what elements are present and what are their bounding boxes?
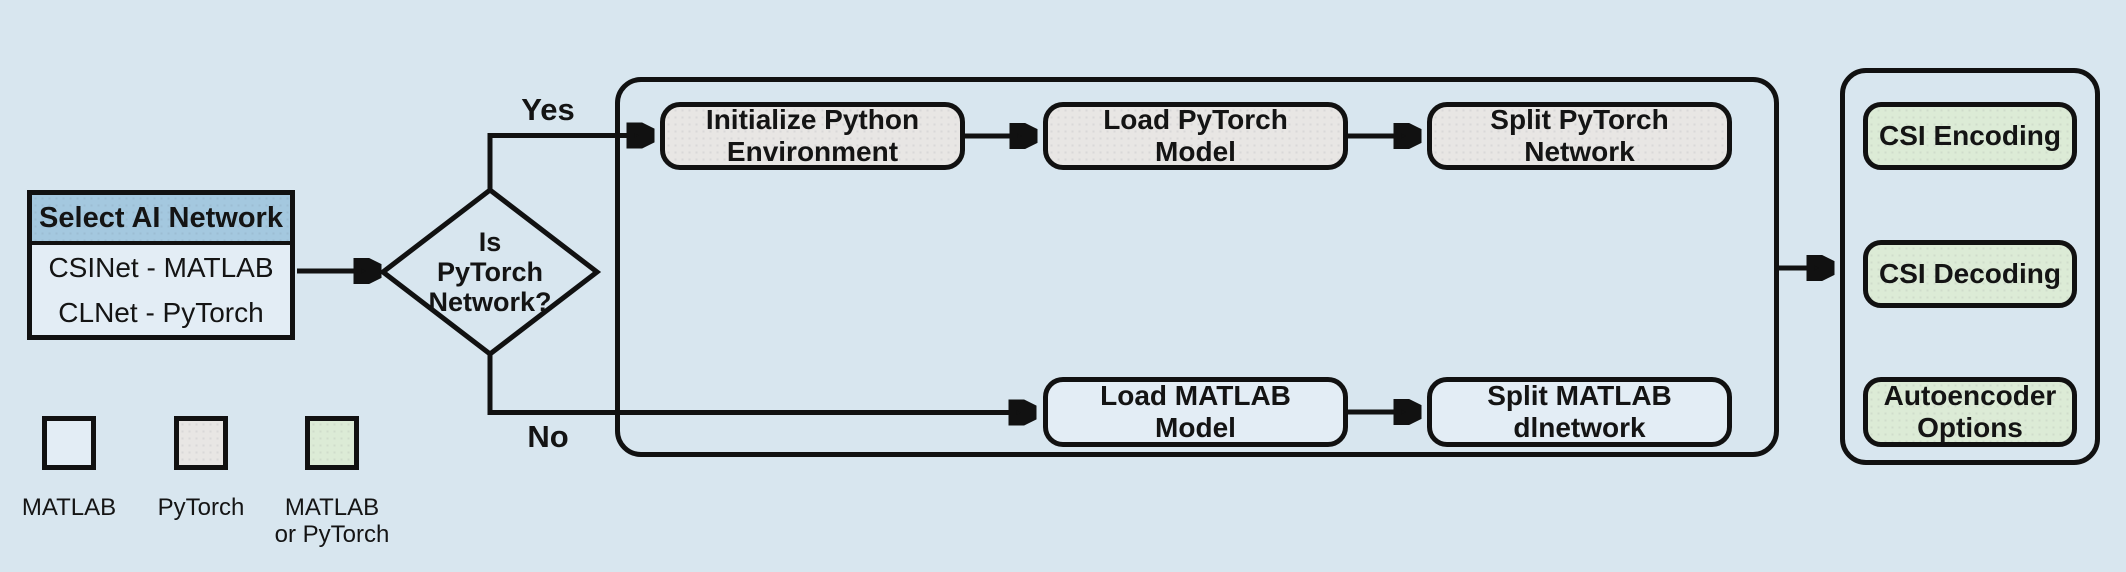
legend-label-pytorch: PyTorch — [157, 494, 245, 521]
arrow-no-branch — [487, 352, 1033, 413]
network-option-clnet: CLNet - PyTorch — [32, 290, 290, 335]
yes-edge-label: Yes — [521, 92, 575, 127]
arrow-yes-branch — [487, 136, 651, 192]
network-option-label: CLNet - PyTorch — [58, 296, 264, 328]
select-network-title: Select AI Network — [39, 201, 283, 234]
legend-label-matlab-or-pytorch: MATLAB or PyTorch — [274, 494, 390, 548]
no-edge-label: No — [527, 419, 569, 454]
network-option-csinet: CSINet - MATLAB — [32, 245, 290, 290]
output-csi-encoding: CSI Encoding — [1863, 102, 2077, 170]
legend-swatch-matlab — [42, 416, 96, 470]
legend-item-matlab-or-pytorch: MATLAB or PyTorch — [267, 416, 397, 548]
legend-item-matlab: MATLAB — [4, 416, 134, 521]
step-split-pytorch-network: Split PyTorch Network — [1427, 102, 1732, 170]
legend-item-pytorch: PyTorch — [136, 416, 266, 521]
processing-group-container — [615, 77, 1779, 457]
decision-question: Is PyTorch Network? — [428, 227, 552, 317]
legend-label-matlab: MATLAB — [21, 494, 117, 521]
select-network-table: Select AI Network CSINet - MATLAB CLNet … — [27, 190, 295, 340]
output-options-panel — [1840, 68, 2100, 465]
output-autoencoder-options: Autoencoder Options — [1863, 377, 2077, 447]
legend-swatch-matlab-or-pytorch — [305, 416, 359, 470]
network-option-label: CSINet - MATLAB — [48, 251, 274, 283]
step-initialize-python-environment: Initialize Python Environment — [660, 102, 965, 170]
output-csi-decoding: CSI Decoding — [1863, 240, 2077, 308]
step-load-pytorch-model: Load PyTorch Model — [1043, 102, 1348, 170]
legend-swatch-pytorch — [174, 416, 228, 470]
select-network-header: Select AI Network — [32, 195, 290, 245]
step-load-matlab-model: Load MATLAB Model — [1043, 377, 1348, 447]
step-split-matlab-dlnetwork: Split MATLAB dlnetwork — [1427, 377, 1732, 447]
